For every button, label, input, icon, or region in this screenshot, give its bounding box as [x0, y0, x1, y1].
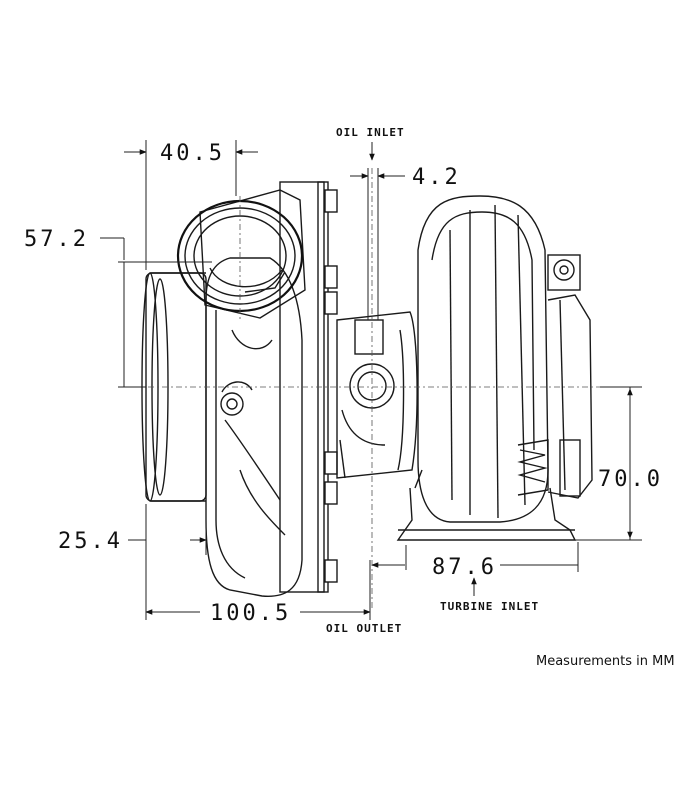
dimension-lines: [100, 140, 642, 620]
dim-overall-to-oil-outlet: 100.5: [210, 601, 291, 626]
oil-outlet-label: OIL OUTLET: [326, 622, 402, 635]
compressor-outlet: [176, 189, 306, 319]
dim-compressor-inlet-offset: 40.5: [160, 141, 225, 166]
center-housing: [336, 311, 418, 479]
dim-turbine-inlet-offset: 87.6: [432, 555, 497, 580]
dim-oil-inlet-offset: 4.2: [412, 165, 461, 190]
units-note: Measurements in MM: [536, 654, 675, 669]
dim-turbine-height: 70.0: [598, 467, 663, 492]
oil-inlet-label: OIL INLET: [336, 126, 405, 139]
turbocharger-outline: [120, 168, 640, 610]
turbine-housing: [396, 195, 593, 541]
dim-flange-offset: 25.4: [58, 529, 123, 554]
dim-inlet-height: 57.2: [24, 227, 89, 252]
center-lines: [120, 168, 640, 610]
turbine-inlet-label: TURBINE INLET: [440, 600, 539, 613]
